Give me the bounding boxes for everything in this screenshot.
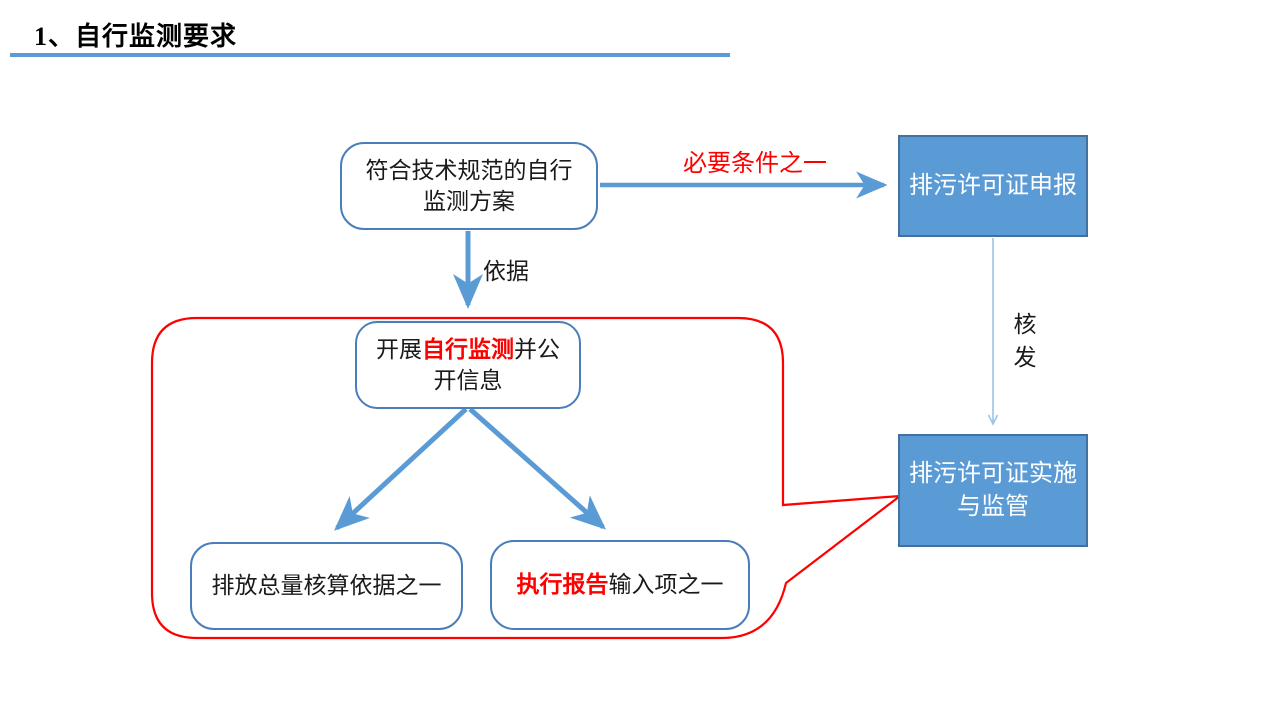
node-permit-implementation-label: 排污许可证实施与监管 [909,460,1077,520]
node-total-accounting: 排放总量核算依据之一 [190,542,463,630]
highlight-self-monitoring: 自行监测 [422,335,514,362]
node-carry-out-monitoring: 开展自行监测并公开信息 [355,321,581,409]
title-underline [10,53,730,57]
highlight-execution-report: 执行报告 [516,571,609,598]
node-permit-implementation: 排污许可证实施与监管 [898,434,1088,547]
edge-label-basis: 依据 [483,259,529,284]
arrow-carry-out-to-report [468,407,606,530]
arrow-carry-out-to-total [334,407,468,531]
node-permit-application-label: 排污许可证申报 [909,171,1077,199]
page-title: 1、自行监测要求 [34,22,238,51]
node-carry-out-monitoring-label: 开展自行监测并公开信息 [376,335,560,393]
node-execution-report: 执行报告输入项之一 [490,540,750,630]
node-total-accounting-label: 排放总量核算依据之一 [211,572,442,599]
node-permit-application: 排污许可证申报 [898,135,1088,237]
node-monitoring-plan: 符合技术规范的自行监测方案 [340,142,598,230]
node-monitoring-plan-label: 符合技术规范的自行监测方案 [365,156,573,214]
edge-label-necessary-condition: 必要条件之一 [683,151,827,177]
edge-label-issue: 核发 [1013,312,1037,371]
node-execution-report-label: 执行报告输入项之一 [516,571,724,598]
